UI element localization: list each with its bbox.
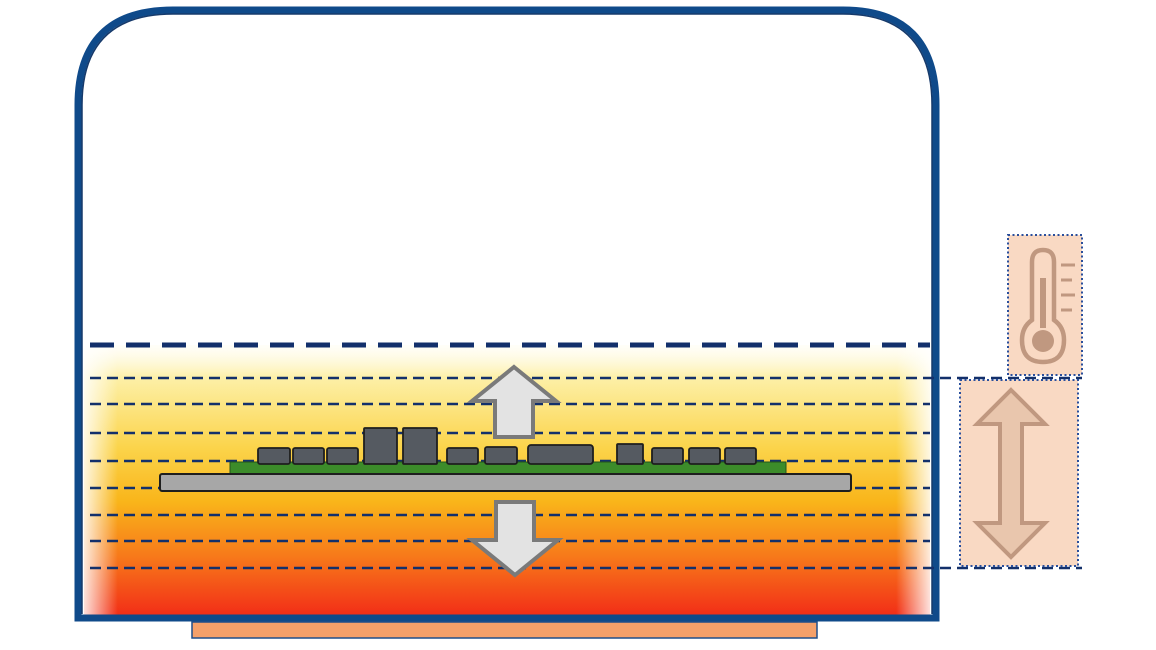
range-indicator bbox=[959, 379, 1079, 567]
pcb-components bbox=[257, 427, 757, 465]
component bbox=[724, 447, 757, 465]
component bbox=[326, 447, 359, 465]
component bbox=[688, 447, 721, 465]
temperature-indicator bbox=[1007, 234, 1083, 376]
component-tall bbox=[402, 427, 438, 465]
heater-plate bbox=[191, 621, 818, 639]
component bbox=[257, 447, 291, 465]
isotherm-lines bbox=[90, 376, 1082, 570]
component bbox=[292, 447, 325, 465]
chamber-outline-inner bbox=[81, 13, 933, 614]
thermometer-icon bbox=[1019, 247, 1075, 365]
component bbox=[616, 443, 644, 465]
carrier-plate bbox=[159, 473, 852, 492]
component-wide bbox=[527, 444, 594, 465]
component-tall bbox=[363, 427, 398, 465]
arrow-down-icon bbox=[466, 500, 564, 578]
component bbox=[446, 447, 479, 465]
component bbox=[651, 447, 684, 465]
vertical-double-arrow-icon bbox=[972, 387, 1050, 560]
component bbox=[484, 446, 518, 465]
arrow-up-icon bbox=[466, 364, 562, 439]
pcb-assembly bbox=[159, 427, 852, 492]
chamber-outline bbox=[74, 6, 940, 622]
